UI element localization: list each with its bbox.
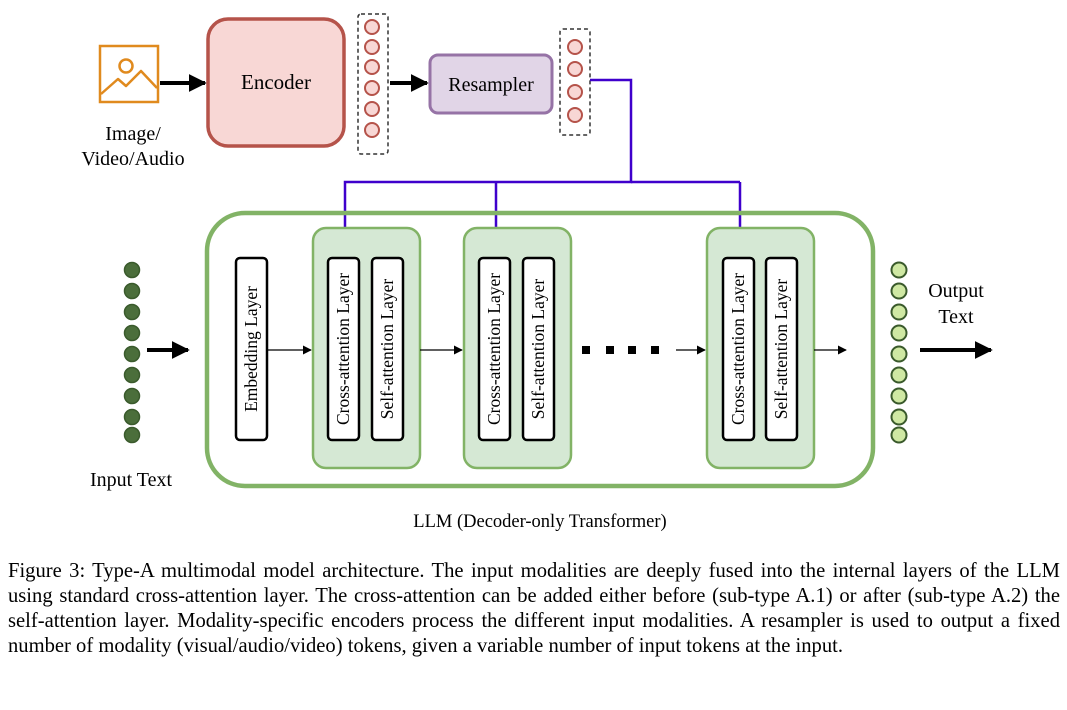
output-token [890,426,908,444]
self-attention-label-2: Self-attention Layer [528,279,548,420]
output-token [890,387,908,405]
embedding-layer-label: Embedding Layer [241,286,261,412]
self-attention-label-n: Self-attention Layer [771,279,791,420]
output-token [890,303,908,321]
resampler-box [428,53,554,115]
encoder-token [364,59,380,75]
image-icon [98,44,160,104]
output-token [890,324,908,342]
input-token [123,387,141,405]
self-attention-label-1: Self-attention Layer [377,279,397,420]
cross-attention-box-1 [326,256,361,442]
llm-container [204,210,876,489]
input-token [123,303,141,321]
encoder-tokens [364,19,380,138]
encoder-token [364,122,380,138]
output-text-label-line1: Output [928,280,984,302]
ellipsis [582,346,659,354]
cross-attention-label-1: Cross-attention Layer [333,273,353,425]
output-text-tokens [890,261,908,444]
cross-attention-box-n [721,256,756,442]
cross-attention-label-2: Cross-attention Layer [484,273,504,425]
output-token [890,261,908,279]
resampler-tokens [567,39,583,123]
input-token [123,324,141,342]
encoder-token [364,80,380,96]
resampler-token [567,61,583,77]
cross-attention-box-2 [477,256,512,442]
output-token [890,345,908,363]
input-modality-label-line1: Image/ [105,123,161,145]
encoder-label: Encoder [241,70,311,94]
encoder-token [364,39,380,55]
figure-caption: Figure 3: Type-A multimodal model archit… [8,560,1060,657]
resampler-label: Resampler [448,74,534,96]
cross-attention-label-n: Cross-attention Layer [728,273,748,425]
resampler-token [567,39,583,55]
resampler-token-group [559,28,591,136]
encoder-box [206,17,346,148]
input-token [123,408,141,426]
self-attention-box-1 [370,256,405,442]
encoder-token-group [357,13,389,155]
self-attention-box-2 [521,256,556,442]
resampler-token [567,84,583,100]
input-text-tokens [123,261,141,444]
resampler-token [567,107,583,123]
self-attention-box-n [764,256,799,442]
output-token [890,366,908,384]
output-token [890,282,908,300]
input-token [123,282,141,300]
input-token [123,261,141,279]
output-token [890,408,908,426]
encoder-token [364,19,380,35]
input-token [123,345,141,363]
input-text-label: Input Text [90,469,173,491]
encoder-token [364,101,380,117]
input-token [123,366,141,384]
llm-label: LLM (Decoder-only Transformer) [413,512,666,532]
output-text-label-line2: Text [938,306,974,328]
embedding-layer-box [234,256,269,442]
architecture-diagram: Image/ Video/Audio Encoder Resampler [81,13,993,532]
input-modality-label-line2: Video/Audio [81,148,184,170]
input-token [123,426,141,444]
